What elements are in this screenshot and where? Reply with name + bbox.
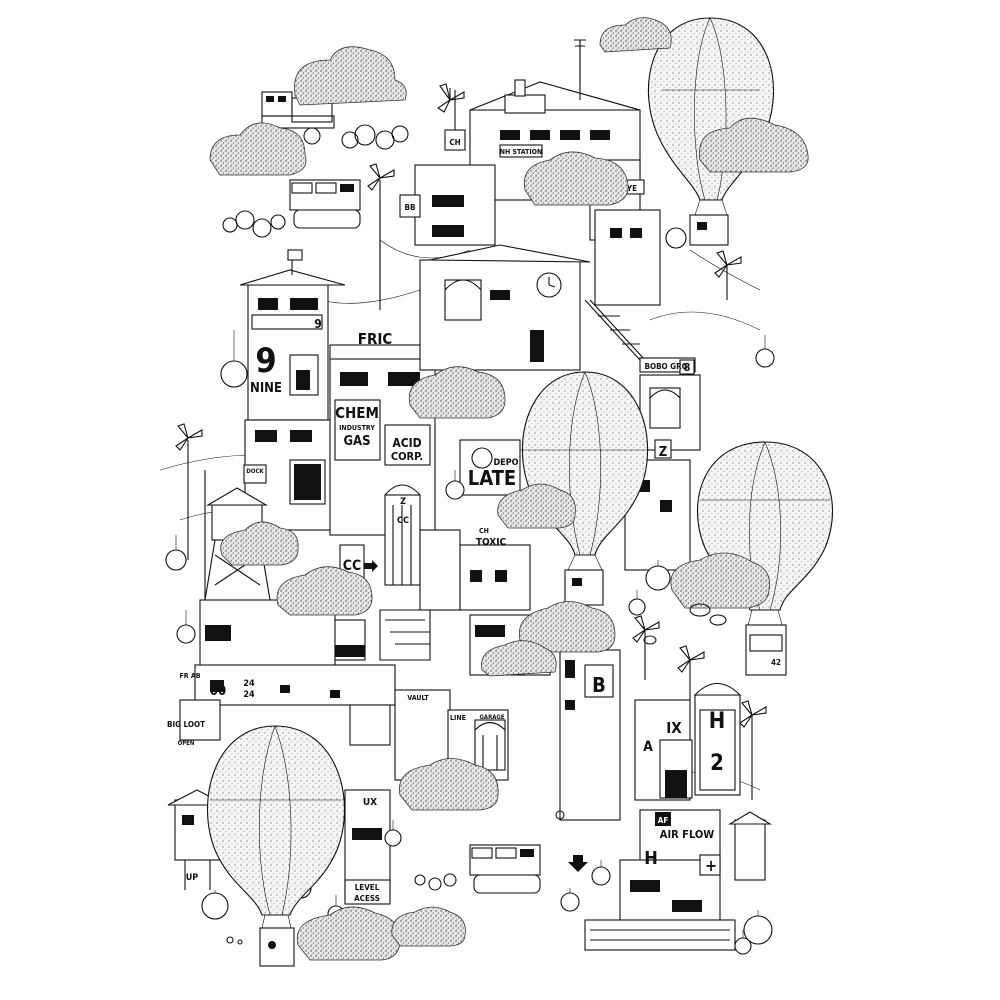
sign-24-a: 24	[243, 679, 255, 689]
sign-h2-2: 2	[710, 751, 724, 776]
sign-latex: LATE	[468, 466, 516, 490]
right-upper-buildings	[594, 209, 701, 571]
sign-b-big: B	[592, 673, 606, 697]
sign-basket-num: 42	[771, 658, 781, 667]
sign-cc-small: CC	[397, 516, 409, 526]
sign-big-loot: BIG LOOT	[167, 720, 205, 729]
sign-line: LINE	[450, 714, 466, 722]
sign-bobo-num: 8	[684, 361, 691, 374]
nine-tower	[239, 269, 346, 531]
sign-garage: GARAGE	[479, 714, 504, 721]
sign-24-b: 24	[243, 690, 255, 700]
antenna-masts	[204, 39, 586, 600]
sign-ix: IX	[666, 719, 682, 737]
balloon-bottom-left	[207, 725, 345, 967]
central-clock-building	[419, 244, 646, 371]
sign-level: LEVEL	[355, 883, 380, 892]
sign-plus: +	[705, 856, 717, 875]
sign-air-flow: AIR FLOW	[660, 828, 714, 841]
sign-ch-small: CH	[479, 527, 489, 535]
sign-af: AF	[658, 816, 669, 825]
flying-tram-bottom	[469, 844, 541, 894]
sign-cc-big: CC	[343, 558, 361, 574]
clouds	[209, 17, 809, 961]
sign-fric: FRIC	[358, 330, 393, 348]
sign-acess: ACESS	[354, 894, 380, 903]
flying-tram-middle	[289, 179, 361, 229]
sign-open: OPEN	[178, 740, 195, 747]
sign-a-letter: A	[643, 739, 653, 755]
sign-chem: CHEM	[335, 404, 379, 422]
b-tower	[559, 649, 621, 821]
sign-depo: DEPO	[493, 458, 518, 468]
sign-industry: INDUSTRY	[339, 424, 375, 432]
arrow-right-icon	[364, 560, 378, 572]
sign-nine-digit: 9	[255, 341, 276, 381]
sign-nine-small: 9	[314, 317, 322, 331]
sign-corp: CORP.	[391, 450, 423, 463]
sign-h-letter: H	[644, 848, 658, 869]
sign-toxic: TOXIC	[476, 537, 507, 548]
sign-acid: ACID	[392, 436, 421, 450]
bubbles	[226, 603, 727, 945]
sign-z-small: Z	[400, 497, 406, 507]
sign-ch-top: CH	[449, 138, 460, 147]
steam-puffs	[222, 124, 457, 891]
sign-z-top: Z	[659, 445, 667, 460]
sign-dock: DOCK	[246, 468, 264, 475]
sign-zero-zero: 00	[210, 684, 226, 699]
sign-up: UP	[186, 873, 199, 883]
sign-ux: UX	[363, 797, 377, 808]
depo-latex-facade	[459, 439, 521, 496]
sign-fr-ab: FR AB	[179, 672, 200, 680]
h2-airflow-building	[584, 682, 772, 951]
sign-h2-h: H	[709, 709, 726, 734]
sign-gas: GAS	[343, 434, 370, 449]
sign-vault: VAULT	[407, 694, 429, 702]
sign-nine-word: NINE	[250, 381, 282, 396]
sign-nh-station: NH STATION	[500, 148, 543, 156]
arrow-down-icon	[568, 855, 588, 872]
sign-bobo-grg: BOBO GRG	[644, 362, 687, 371]
sign-bb: BB	[405, 203, 416, 212]
